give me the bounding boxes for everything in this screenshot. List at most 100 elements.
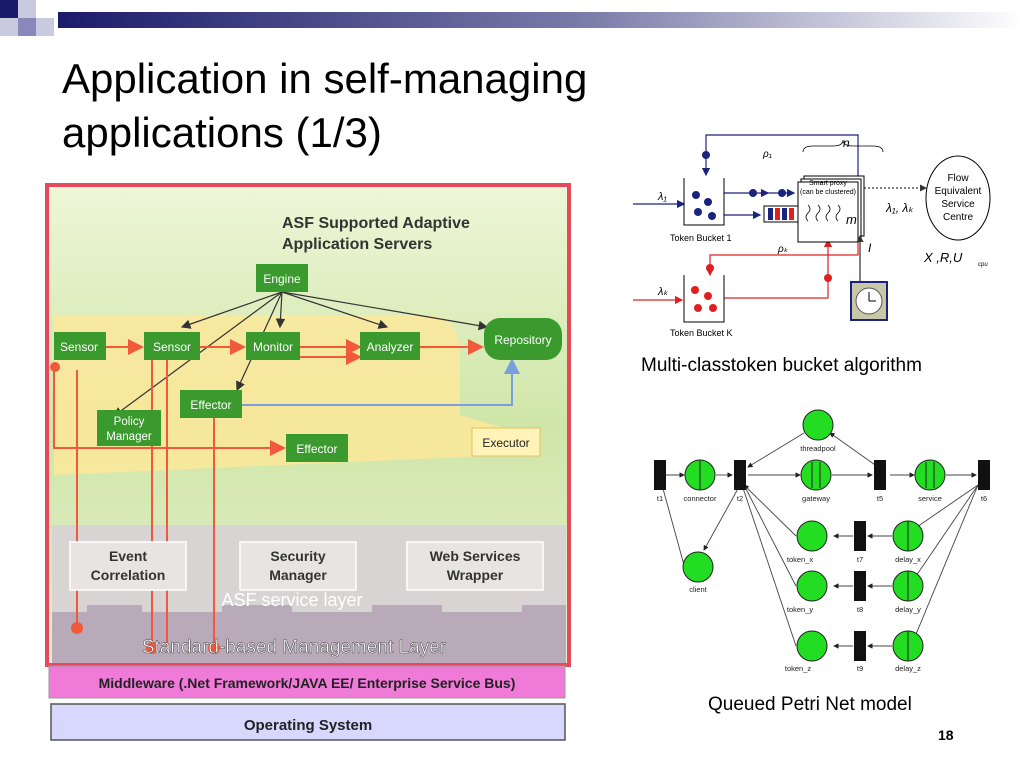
svg-text:Token Bucket 1: Token Bucket 1	[670, 233, 732, 243]
svg-text:delay_x: delay_x	[895, 555, 921, 564]
middleware-bar: Middleware (.Net Framework/JAVA EE/ Ente…	[48, 665, 566, 699]
clock-icon	[850, 281, 888, 321]
svg-text:service: service	[918, 494, 942, 503]
service-layer-label: ASF service layer	[221, 590, 362, 610]
event-correlation-box: Event Correlation	[69, 541, 187, 591]
petri-net-caption: Queued Petri Net model	[708, 694, 912, 715]
svg-text:Sensor: Sensor	[153, 340, 191, 354]
svg-text:cpu: cpu	[978, 262, 988, 268]
transition-t9	[854, 631, 866, 661]
svg-text:I: I	[868, 241, 872, 255]
svg-text:Sensor: Sensor	[60, 340, 98, 354]
svg-text:t7: t7	[857, 555, 863, 564]
asf-heading-1: ASF Supported Adaptive	[282, 215, 470, 232]
sensor-left-node: Sensor	[54, 332, 106, 360]
petri-net-diagram: threadpool connector gateway service cli…	[654, 409, 990, 673]
security-manager-box: Security Manager	[239, 541, 357, 591]
transition-t1	[654, 460, 666, 490]
place-client	[682, 551, 714, 583]
repository-node: Repository	[484, 318, 562, 360]
svg-text:Manager: Manager	[106, 431, 152, 443]
web-services-wrapper-box: Web Services Wrapper	[406, 541, 544, 591]
svg-text:Manager: Manager	[269, 567, 327, 583]
svg-text:Equivalent: Equivalent	[935, 186, 982, 197]
svg-text:n: n	[843, 136, 850, 150]
svg-text:Correlation: Correlation	[91, 567, 166, 583]
svg-text:Wrapper: Wrapper	[447, 567, 504, 583]
title-bar-decoration	[0, 0, 1024, 36]
token-bucket-k	[683, 275, 725, 323]
svg-text:t2: t2	[737, 494, 743, 503]
token-bucket-1	[683, 178, 725, 226]
svg-text:t6: t6	[981, 494, 987, 503]
effector-bottom-node: Effector	[286, 434, 348, 462]
svg-text:Flow: Flow	[947, 173, 969, 184]
svg-text:Monitor: Monitor	[253, 340, 293, 354]
svg-text:t9: t9	[857, 664, 863, 673]
svg-text:Analyzer: Analyzer	[367, 340, 414, 354]
policy-manager-node: Policy Manager	[97, 410, 161, 446]
place-token-x	[796, 520, 828, 552]
operating-system-bar: Operating System	[50, 703, 566, 741]
svg-text:Web Services: Web Services	[430, 548, 521, 564]
page-number: 18	[938, 727, 954, 743]
place-token-y	[796, 570, 828, 602]
svg-text:Smart proxy: Smart proxy	[809, 180, 847, 187]
svg-text:connector: connector	[684, 494, 717, 503]
svg-text:delay_z: delay_z	[895, 664, 921, 673]
svg-text:Middleware (.Net Framework/JAV: Middleware (.Net Framework/JAVA EE/ Ente…	[99, 675, 516, 691]
transition-t5	[874, 460, 886, 490]
svg-text:client: client	[689, 585, 707, 594]
asf-architecture-diagram: ASF Supported Adaptive Application Serve…	[45, 183, 571, 741]
sensor-node: Sensor	[144, 332, 200, 360]
svg-text:(can be clustered): (can be clustered)	[800, 189, 856, 196]
title-line-2: applications (1/3)	[62, 109, 382, 156]
transition-t6	[978, 460, 990, 490]
transition-t7	[854, 521, 866, 551]
svg-text:λ₁: λ₁	[657, 191, 667, 203]
management-layer-band	[52, 605, 566, 663]
svg-text:m: m	[846, 212, 857, 227]
analyzer-node: Analyzer	[360, 332, 420, 360]
svg-text:ρ₁: ρ₁	[762, 149, 772, 160]
svg-text:ρₖ: ρₖ	[777, 244, 789, 255]
svg-text:Event: Event	[109, 548, 147, 564]
svg-text:t5: t5	[877, 494, 883, 503]
svg-text:Service: Service	[941, 199, 975, 210]
flow-equivalent-service-centre: Flow Equivalent Service Centre	[925, 155, 991, 241]
svg-text:λ₁, λₖ: λ₁, λₖ	[885, 201, 914, 215]
svg-text:token_y: token_y	[787, 605, 814, 614]
token-bucket-diagram: Token Bucket 1 Token Bucket K Smart prox…	[633, 134, 991, 338]
svg-text:Token Bucket K: Token Bucket K	[670, 328, 733, 338]
place-token-z	[796, 630, 828, 662]
svg-text:t8: t8	[857, 605, 863, 614]
asf-heading-2: Application Servers	[282, 236, 432, 253]
svg-text:Executor: Executor	[482, 436, 529, 450]
place-threadpool	[802, 409, 834, 441]
monitor-node: Monitor	[246, 332, 300, 360]
svg-text:token_x: token_x	[787, 555, 814, 564]
place-service	[914, 459, 946, 491]
title-line-1: Application in self-managing	[62, 55, 588, 102]
svg-text:Engine: Engine	[263, 272, 301, 286]
effector-top-node: Effector	[180, 390, 242, 418]
svg-text:λₖ: λₖ	[657, 286, 668, 298]
svg-text:gateway: gateway	[802, 494, 830, 503]
slide-title: Application in self-managing application…	[62, 52, 702, 160]
place-gateway	[800, 459, 832, 491]
svg-text:Repository: Repository	[494, 333, 551, 347]
svg-text:t1: t1	[657, 494, 663, 503]
transition-t2	[734, 460, 746, 490]
svg-text:Effector: Effector	[190, 398, 231, 412]
token-bucket-caption: Multi-classtoken bucket algorithm	[641, 355, 922, 376]
svg-text:Operating System: Operating System	[244, 717, 372, 734]
svg-text:token_z: token_z	[785, 664, 812, 673]
svg-text:threadpool: threadpool	[800, 444, 836, 453]
engine-node: Engine	[256, 264, 308, 292]
smart-proxy-cluster: Smart proxy (can be clustered) m	[797, 175, 865, 243]
management-layer-label: Standard-based Management Layer	[142, 637, 447, 658]
svg-text:delay_y: delay_y	[895, 605, 921, 614]
transition-t8	[854, 571, 866, 601]
request-queue	[763, 205, 803, 223]
svg-text:Security: Security	[270, 548, 325, 564]
